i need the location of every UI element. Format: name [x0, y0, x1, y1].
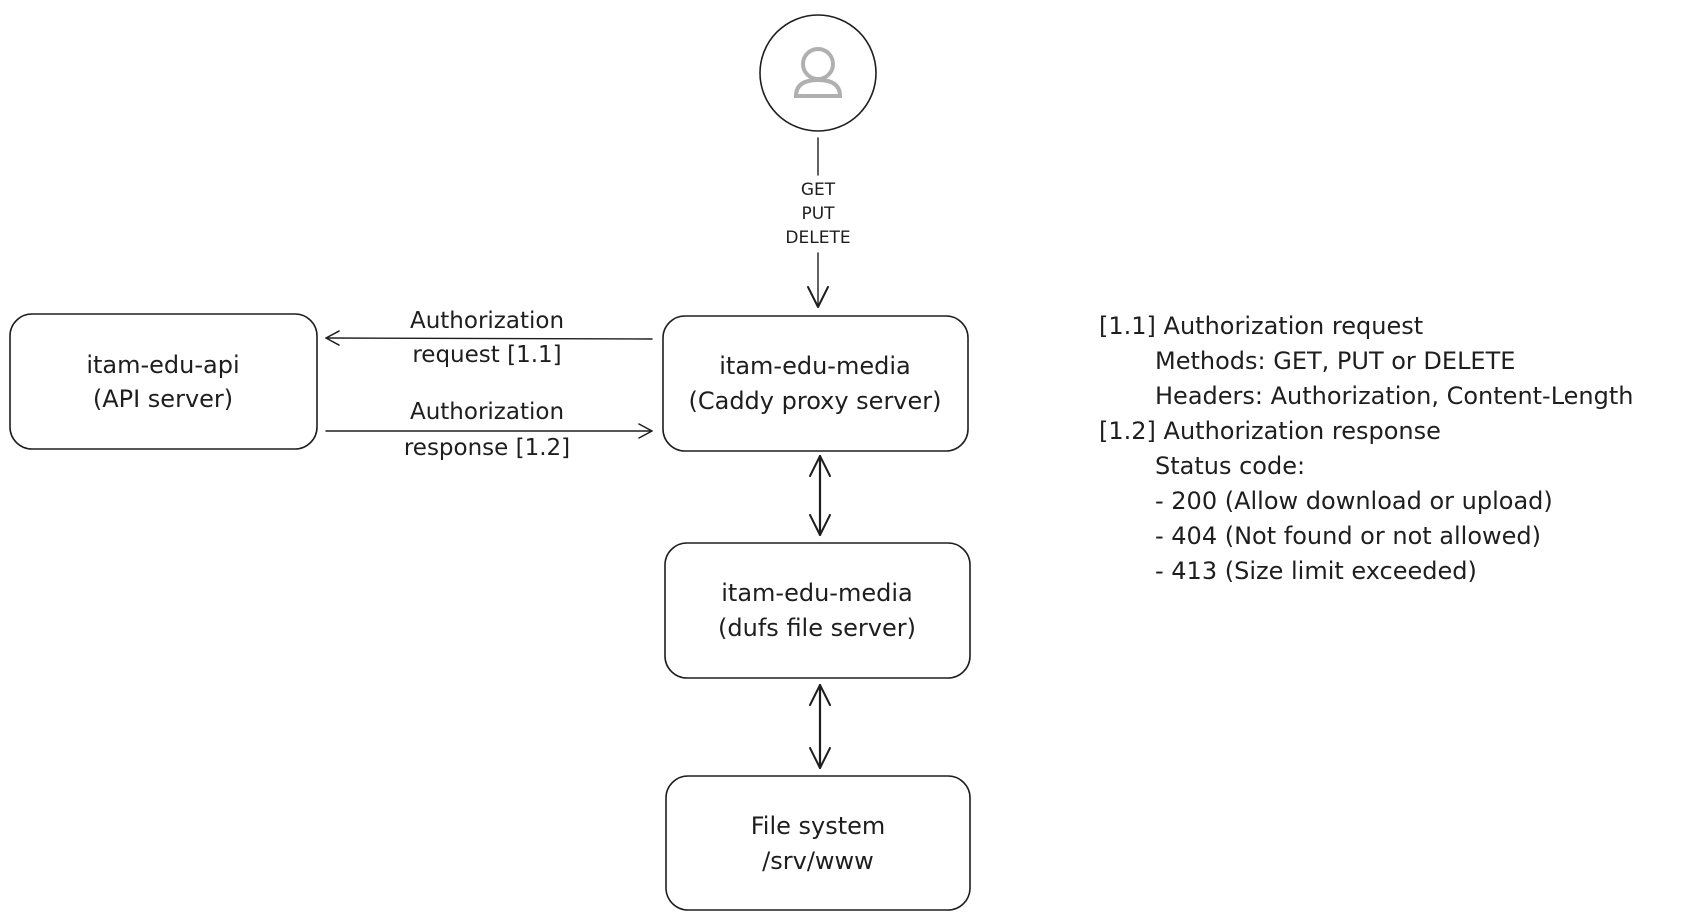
api-server-box: [9, 313, 318, 450]
legend-line-8: - 413 (Size limit exceeded): [1155, 557, 1477, 585]
filesystem-node: File system /srv/www: [665, 775, 971, 911]
proxy-server-box: [662, 315, 969, 452]
user-node: [759, 14, 877, 132]
auth-request-edge: [325, 330, 653, 346]
legend-line-4: [1.2] Authorization response: [1099, 417, 1441, 445]
auth-request-label-line2: request [1.1]: [412, 342, 561, 368]
legend-line-5: Status code:: [1155, 452, 1305, 480]
file-server-node: itam-edu-media (dufs file server): [664, 542, 971, 679]
file-server-name: itam-edu-media: [721, 579, 912, 607]
filesystem-name: File system: [751, 812, 886, 840]
filesystem-box: [665, 775, 971, 911]
api-server-node: itam-edu-api (API server): [9, 313, 318, 450]
auth-response-label-line1: Authorization: [410, 399, 564, 425]
method-label-get: GET: [801, 180, 836, 200]
filesystem-path: /srv/www: [762, 847, 874, 875]
proxy-server-name: itam-edu-media: [719, 352, 910, 380]
proxy-server-node: itam-edu-media (Caddy proxy server): [662, 315, 969, 452]
legend-line-3: Headers: Authorization, Content-Length: [1155, 382, 1634, 410]
user-icon: [793, 47, 843, 98]
file-server-box: [664, 542, 971, 679]
auth-request-label-line1: Authorization: [410, 308, 564, 334]
legend: [1.1] Authorization request Methods: GET…: [1099, 312, 1634, 585]
proxy-server-role: (Caddy proxy server): [688, 387, 941, 415]
api-server-role: (API server): [93, 385, 233, 413]
auth-response-label-line2: response [1.2]: [404, 435, 570, 461]
legend-line-7: - 404 (Not found or not allowed): [1155, 522, 1541, 550]
user-circle: [759, 14, 877, 132]
method-label-delete: DELETE: [785, 228, 850, 248]
method-label-put: PUT: [801, 204, 835, 224]
api-server-name: itam-edu-api: [86, 351, 239, 379]
legend-line-6: - 200 (Allow download or upload): [1155, 487, 1553, 515]
legend-line-2: Methods: GET, PUT or DELETE: [1155, 347, 1515, 375]
file-server-role: (dufs file server): [718, 614, 916, 642]
legend-line-1: [1.1] Authorization request: [1099, 312, 1423, 340]
